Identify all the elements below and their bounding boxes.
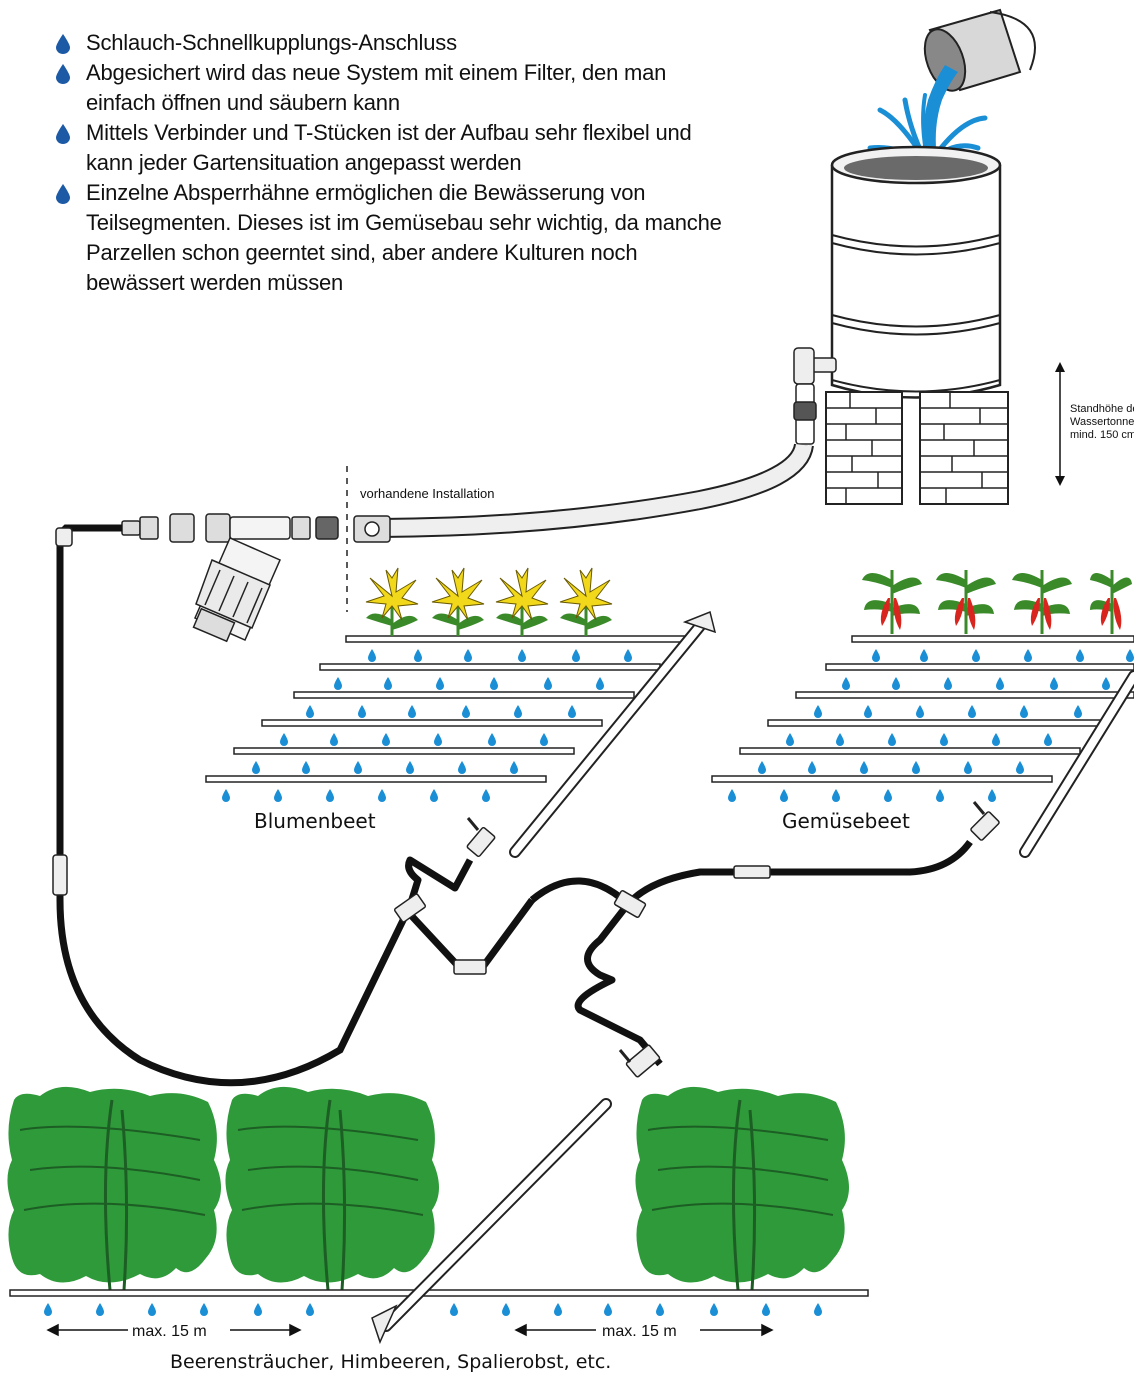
bullet-item: Abgesichert wird das neue System mit ein… — [56, 58, 736, 118]
distance-arrow — [46, 1323, 774, 1337]
brick-stand-icon — [825, 391, 1009, 505]
end-cap-icon — [682, 610, 717, 634]
water-drop-icon — [56, 64, 70, 84]
berry-bush-icon — [7, 1086, 222, 1291]
shutoff-valve-icon — [466, 801, 1000, 1078]
feature-list: Schlauch-Schnellkupplungs-Anschluss Abge… — [56, 28, 736, 298]
water-filter-icon — [192, 537, 281, 643]
drip-lines — [205, 635, 687, 783]
bullet-text: Abgesichert wird das neue System mit ein… — [86, 60, 667, 115]
bullet-text: Mittels Verbinder und T-Stücken ist der … — [86, 120, 692, 175]
flower-bed — [205, 567, 717, 858]
barrel-tap-icon — [793, 347, 837, 445]
height-label-line3: mind. 150 cm — [1070, 429, 1134, 441]
hose-coupling-icon — [353, 515, 391, 543]
height-label-line2: Wassertonne — [1070, 416, 1134, 428]
main-hose — [56, 524, 412, 1087]
berry-bush-icon — [635, 1086, 849, 1291]
distance-label-left: max. 15 m — [132, 1323, 207, 1340]
berry-drip-line — [9, 1289, 869, 1297]
existing-installation-label: vorhandene Installation — [360, 486, 494, 501]
hose-connector — [52, 527, 73, 896]
vegetable-bed — [711, 570, 1134, 858]
vegetable-bed-label: Gemüsebeet — [782, 809, 910, 833]
height-arrow — [1055, 362, 1065, 486]
t-connector — [393, 865, 771, 975]
end-cap-icon — [371, 1304, 398, 1345]
drip-lines — [711, 635, 1134, 783]
distribution-network — [404, 839, 973, 1067]
water-drops — [44, 1303, 822, 1316]
lily-flower-icon — [365, 567, 613, 636]
flower-bed-label: Blumenbeet — [254, 809, 376, 833]
bullet-item: Mittels Verbinder und T-Stücken ist der … — [56, 118, 736, 178]
water-drop-icon — [56, 124, 70, 144]
berry-bush-icon — [225, 1086, 439, 1291]
water-drop-icon — [56, 184, 70, 204]
water-barrel-icon — [830, 145, 1002, 399]
distance-label-right: max. 15 m — [602, 1323, 677, 1340]
bullet-text: Einzelne Absperrhähne ermöglichen die Be… — [86, 180, 722, 295]
bullet-item: Schlauch-Schnellkupplungs-Anschluss — [56, 28, 736, 58]
height-label-line1: Standhöhe der — [1070, 403, 1134, 415]
water-drop-icon — [56, 34, 70, 54]
bullet-item: Einzelne Absperrhähne ermöglichen die Be… — [56, 178, 736, 298]
pepper-plant-icon — [862, 570, 1132, 634]
bullet-text: Schlauch-Schnellkupplungs-Anschluss — [86, 30, 457, 55]
connector-chain — [121, 513, 339, 543]
berry-bed-label: Beerensträucher, Himbeeren, Spalierobst,… — [170, 1351, 611, 1373]
